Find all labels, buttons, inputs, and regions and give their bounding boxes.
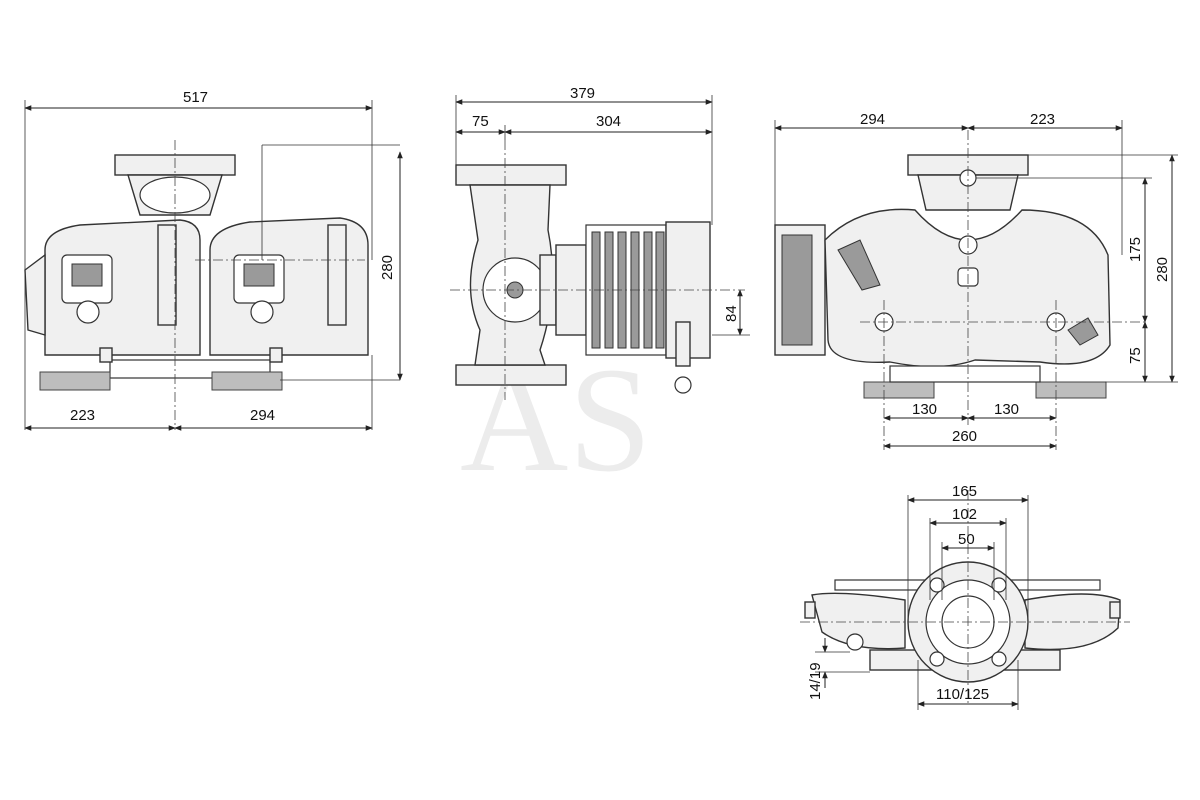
side-view: 379 75 304 84	[450, 85, 750, 400]
side-length-label: 379	[570, 85, 595, 102]
back-height-total-label: 280	[1154, 257, 1171, 282]
back-view: 294 223 175 75 280 130 130 260	[774, 111, 1178, 450]
side-axis-height-label: 84	[723, 305, 740, 322]
back-left-width-label: 294	[860, 111, 885, 128]
front-left-offset-label: 223	[70, 407, 95, 424]
back-foot-span-label: 260	[952, 428, 977, 445]
front-width-label: 517	[183, 89, 208, 106]
bottom-bore-label: 50	[958, 531, 975, 548]
bottom-hole-spacing-label: 110/125	[936, 686, 989, 703]
bottom-flange-outer-label: 165	[952, 483, 977, 500]
front-height-label: 280	[379, 255, 396, 280]
bottom-bolt-circle-label: 102	[952, 506, 977, 523]
back-height-lower-label: 75	[1127, 347, 1144, 364]
bottom-view: 165 102 50 110/125 14/19	[800, 483, 1130, 710]
front-right-offset-label: 294	[250, 407, 275, 424]
back-foot-right-label: 130	[994, 401, 1019, 418]
back-foot-left-label: 130	[912, 401, 937, 418]
side-motor-length-label: 304	[596, 113, 621, 130]
back-right-width-label: 223	[1030, 111, 1055, 128]
bottom-hole-size-label: 14/19	[807, 662, 824, 700]
side-flange-offset-label: 75	[472, 113, 489, 130]
front-view: 517 280 223 294	[24, 89, 403, 431]
back-height-upper-label: 175	[1127, 237, 1144, 262]
